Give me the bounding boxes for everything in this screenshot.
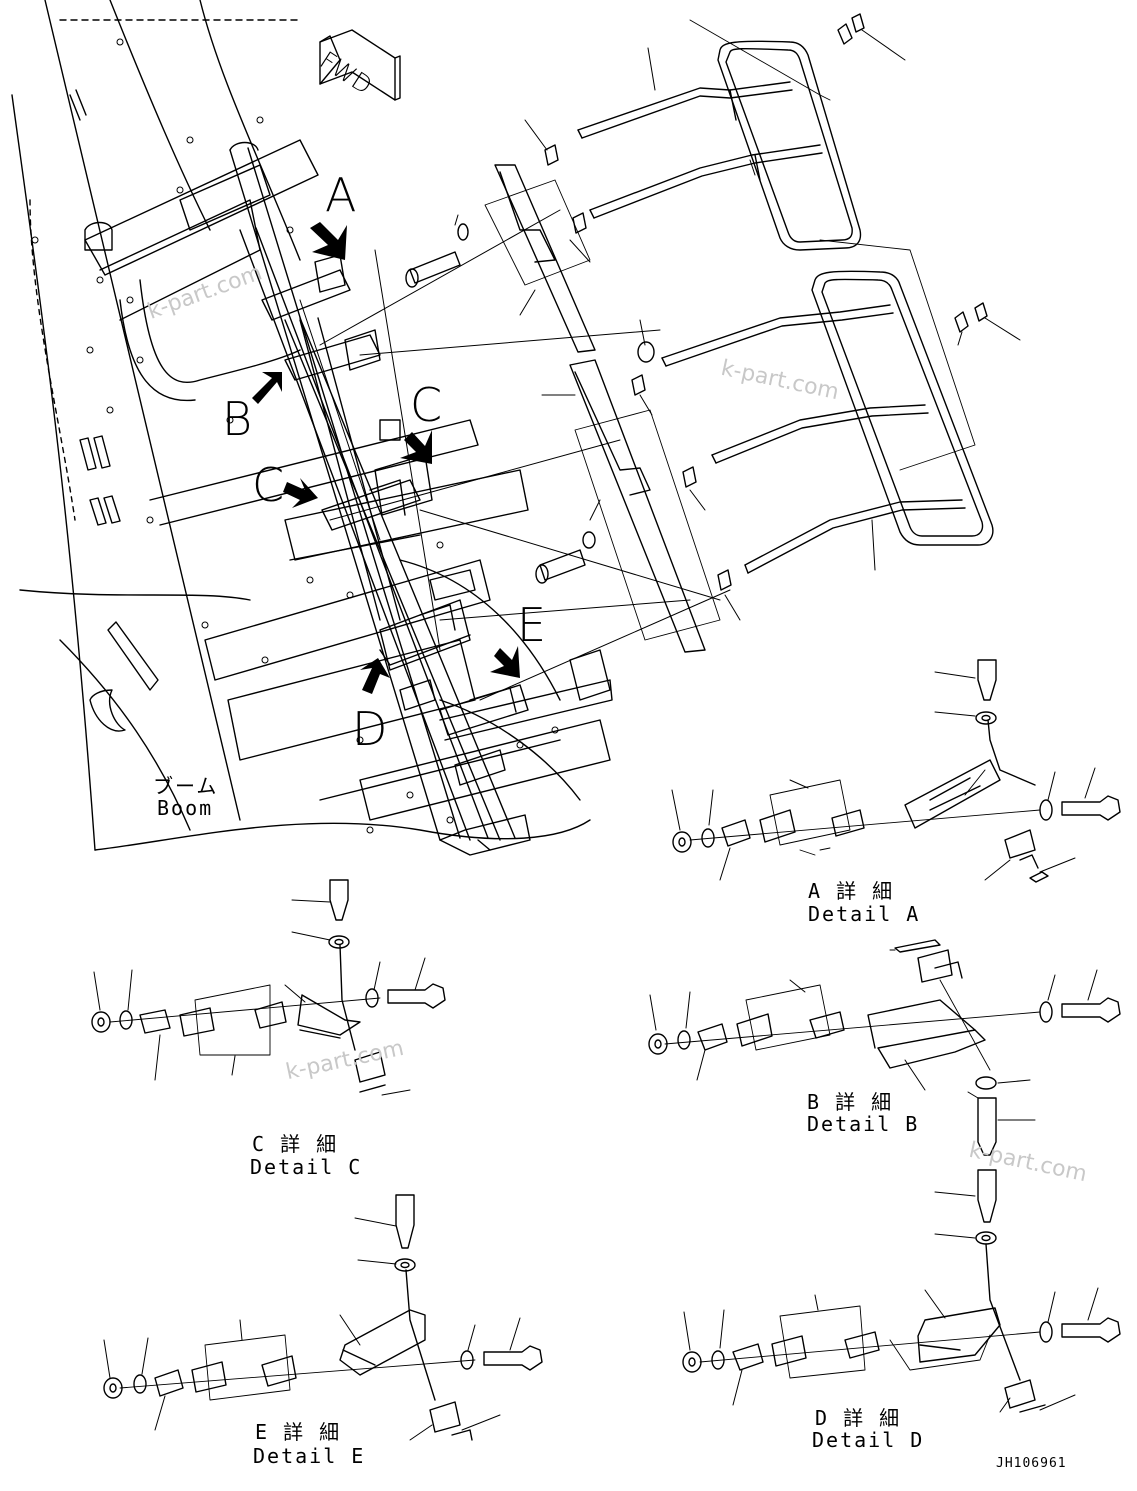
detail-a-caption-en: Detail A (808, 902, 921, 926)
detail-e (104, 1195, 542, 1440)
boom-label-jp: ブーム (153, 774, 219, 798)
detail-c (92, 880, 445, 1095)
detail-b-caption-jp: B 詳 細 (807, 1090, 894, 1114)
drawing-code: JH106961 (996, 1456, 1067, 1471)
boom-bolts (32, 39, 558, 833)
view-label-a: A (325, 168, 357, 222)
view-label-e: E (517, 598, 547, 652)
detail-e-caption-en: Detail E (253, 1444, 366, 1468)
view-label-b: B (222, 392, 253, 446)
upper-handrail (578, 41, 860, 250)
lower-handrail (662, 271, 993, 573)
boom-clamps (262, 255, 528, 785)
detail-c-caption-jp: C 詳 細 (252, 1132, 339, 1156)
detail-d-caption-jp: D 詳 細 (815, 1406, 902, 1430)
detail-b-caption-en: Detail B (807, 1112, 920, 1136)
detail-d-caption-en: Detail D (812, 1428, 925, 1452)
rail-clips (545, 14, 987, 590)
detail-e-caption-jp: E 詳 細 (255, 1420, 342, 1444)
detail-d (683, 1170, 1120, 1412)
hydraulic-pipes (85, 143, 530, 856)
boom-label-en: Boom (157, 796, 214, 820)
detail-c-caption-en: Detail C (250, 1155, 363, 1179)
assembly-lines (300, 210, 730, 700)
rail-brackets (485, 20, 975, 652)
boom-outline (12, 0, 590, 850)
view-label-c-lower: C (252, 458, 285, 512)
detail-b (649, 940, 1120, 1155)
boom-rails (70, 90, 158, 731)
view-label-d: D (352, 702, 388, 756)
fwd-arrow (320, 30, 400, 100)
handrail-bolts (406, 224, 595, 583)
leader-lines (455, 30, 1020, 620)
boom-plates (85, 140, 612, 820)
detail-a (672, 660, 1120, 882)
view-label-c-upper: C (410, 378, 443, 432)
view-arrows (252, 222, 520, 694)
detail-a-caption-jp: A 詳 細 (808, 879, 895, 903)
